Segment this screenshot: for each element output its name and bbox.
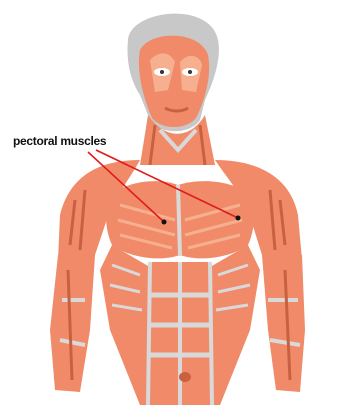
pectoral-muscles-label: pectoral muscles [13, 134, 106, 148]
pointer-dot-right [236, 216, 241, 221]
pointer-dot-left [162, 220, 167, 225]
right-arm [262, 255, 305, 392]
